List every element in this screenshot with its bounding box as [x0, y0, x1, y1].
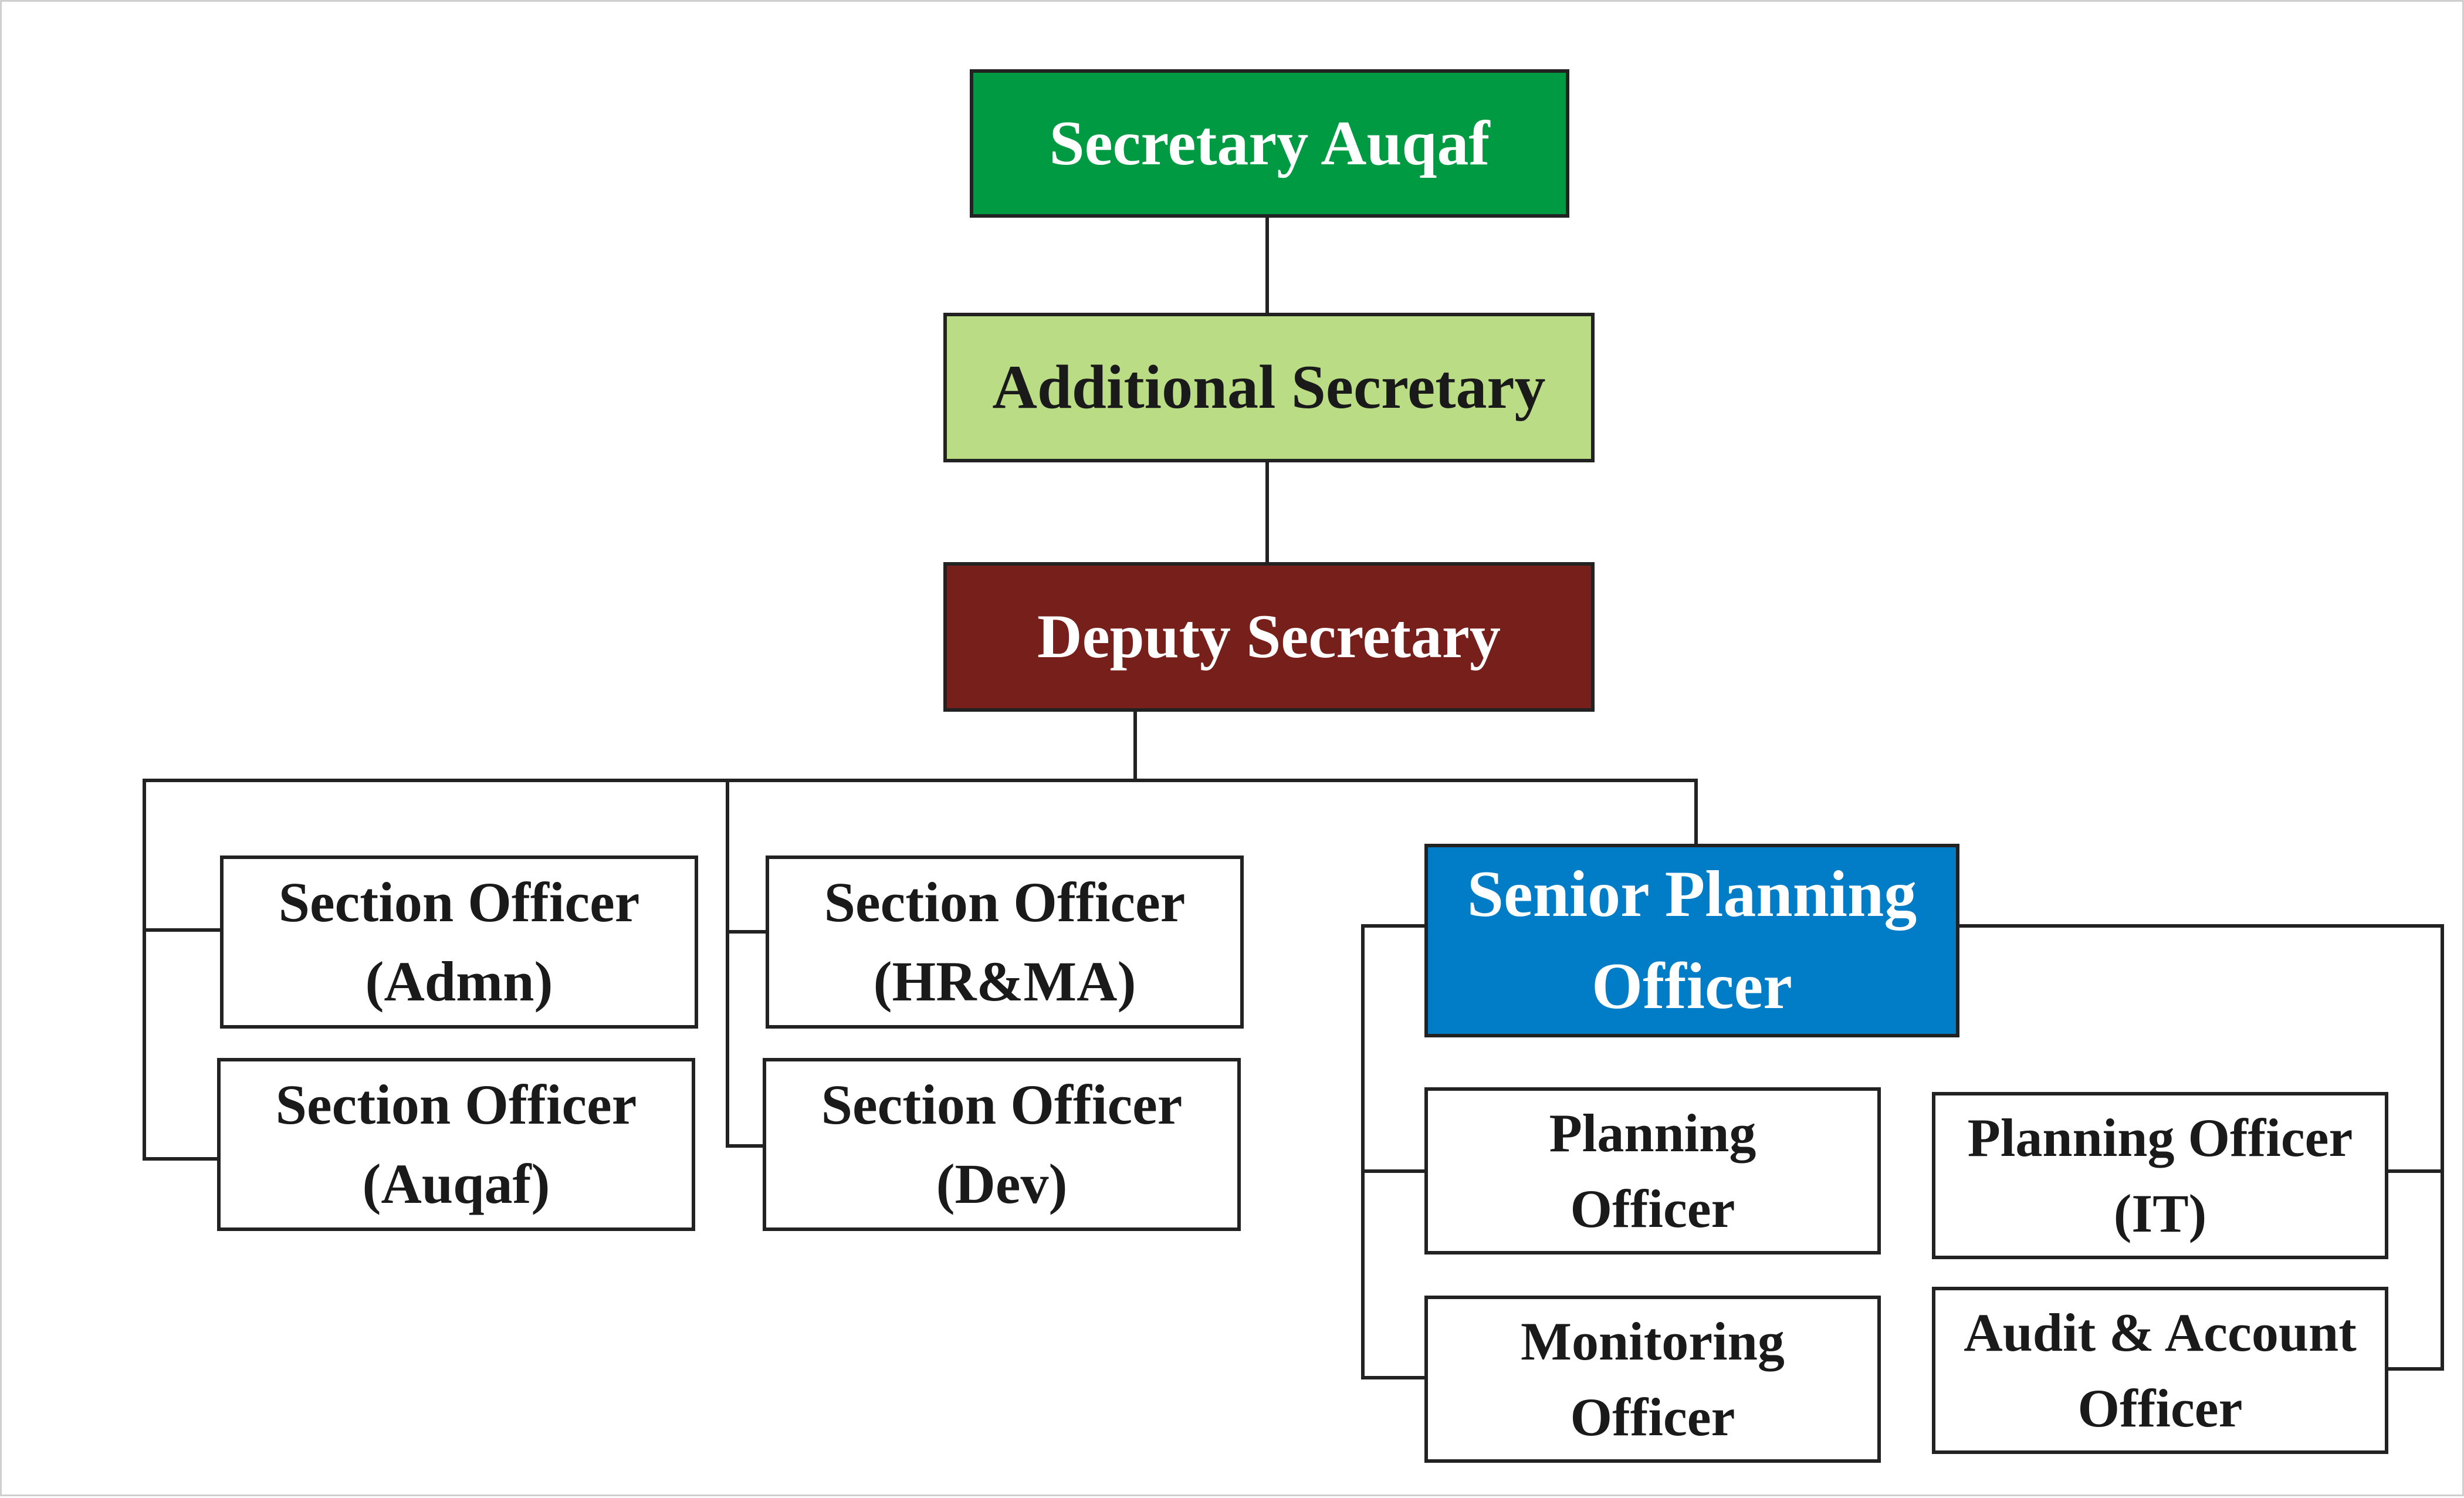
section-officer-dev-subtitle: (Dev): [936, 1152, 1068, 1215]
planning-officer-it-box: Planning Officer (IT): [1932, 1092, 2388, 1259]
monitoring-officer-line1: Monitoring: [1521, 1311, 1785, 1371]
section-officer-hrma-subtitle: (HR&MA): [873, 949, 1136, 1013]
monitoring-officer-box: Monitoring Officer: [1424, 1296, 1881, 1463]
section-officer-admn-box: Section Officer (Admn): [220, 855, 698, 1029]
secretary-auqaf-label: Secretary Auqaf: [1049, 108, 1490, 178]
deputy-secretary-box: Deputy Secretary: [943, 562, 1595, 712]
monitoring-officer-line2: Officer: [1570, 1387, 1735, 1447]
senior-planning-officer-line2: Officer: [1592, 950, 1792, 1023]
section-officer-dev-title: Section Officer: [821, 1073, 1183, 1137]
planning-officer-it-line1: Planning Officer: [1967, 1107, 2353, 1168]
audit-account-officer-box: Audit & Account Officer: [1932, 1287, 2388, 1454]
planning-officer-line1: Planning: [1549, 1103, 1756, 1163]
additional-secretary-label: Additional Secretary: [992, 353, 1546, 422]
additional-secretary-box: Additional Secretary: [943, 313, 1595, 462]
section-officer-hrma-title: Section Officer: [824, 871, 1186, 934]
secretary-auqaf-box: Secretary Auqaf: [970, 69, 1569, 218]
planning-officer-it-line2: (IT): [2113, 1183, 2207, 1243]
connector-group: [143, 216, 2444, 1379]
planning-officer-line2: Officer: [1570, 1178, 1735, 1239]
section-officer-admn-title: Section Officer: [278, 871, 640, 934]
section-officer-auqaf-box: Section Officer (Auqaf): [217, 1058, 695, 1231]
senior-planning-officer-box: Senior Planning Officer: [1424, 844, 1959, 1037]
section-officer-admn-subtitle: (Admn): [365, 949, 553, 1013]
section-officer-dev-box: Section Officer (Dev): [763, 1058, 1241, 1231]
audit-account-officer-line1: Audit & Account: [1964, 1302, 2357, 1362]
section-officer-auqaf-title: Section Officer: [275, 1073, 637, 1137]
planning-officer-box: Planning Officer: [1424, 1087, 1881, 1254]
deputy-secretary-label: Deputy Secretary: [1037, 602, 1501, 671]
section-officer-hrma-box: Section Officer (HR&MA): [766, 855, 1244, 1029]
audit-account-officer-line2: Officer: [2077, 1378, 2243, 1438]
senior-planning-officer-line1: Senior Planning: [1467, 858, 1917, 931]
section-officer-auqaf-subtitle: (Auqaf): [362, 1152, 550, 1215]
